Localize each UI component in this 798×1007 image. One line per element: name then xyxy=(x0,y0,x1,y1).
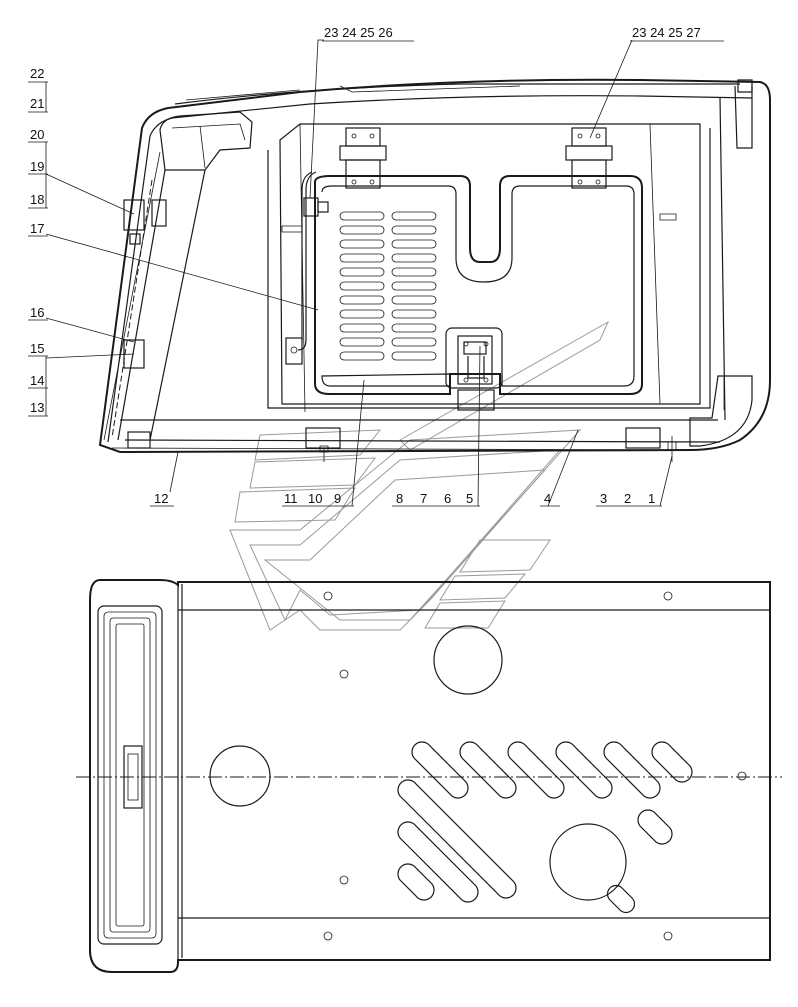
latch xyxy=(445,327,503,411)
callout-12: 12 xyxy=(154,491,168,506)
callout-1: 1 xyxy=(648,491,655,506)
hinge-right xyxy=(565,127,613,189)
callout-2: 2 xyxy=(624,491,631,506)
leader-lines xyxy=(28,39,724,507)
vent-slots xyxy=(339,211,437,361)
callout-6: 6 xyxy=(444,491,451,506)
side-view xyxy=(98,78,771,462)
callout-19: 19 xyxy=(30,159,44,174)
callout-17: 17 xyxy=(30,221,44,236)
callout-18: 18 xyxy=(30,192,44,207)
callout-top-left-group: 23 24 25 26 xyxy=(324,25,393,40)
callout-9: 9 xyxy=(334,491,341,506)
callout-top-right-group: 23 24 25 27 xyxy=(632,25,701,40)
callout-22: 22 xyxy=(30,66,44,81)
callout-13: 13 xyxy=(30,400,44,415)
callout-labels: 23 24 25 26 23 24 25 27 22 21 20 19 18 1… xyxy=(30,25,701,506)
watermark-logo xyxy=(229,320,610,631)
callout-10: 10 xyxy=(308,491,322,506)
top-view xyxy=(76,579,782,973)
callout-3: 3 xyxy=(600,491,607,506)
callout-5: 5 xyxy=(466,491,473,506)
callout-8: 8 xyxy=(396,491,403,506)
hinge-left xyxy=(339,127,387,189)
callout-7: 7 xyxy=(420,491,427,506)
callout-4: 4 xyxy=(544,491,551,506)
roof-vent-slots xyxy=(397,741,693,914)
callout-11: 11 xyxy=(284,491,298,506)
callout-20: 20 xyxy=(30,127,44,142)
callout-21: 21 xyxy=(30,96,44,111)
callout-14: 14 xyxy=(30,373,44,388)
callout-16: 16 xyxy=(30,305,44,320)
callout-15: 15 xyxy=(30,341,44,356)
